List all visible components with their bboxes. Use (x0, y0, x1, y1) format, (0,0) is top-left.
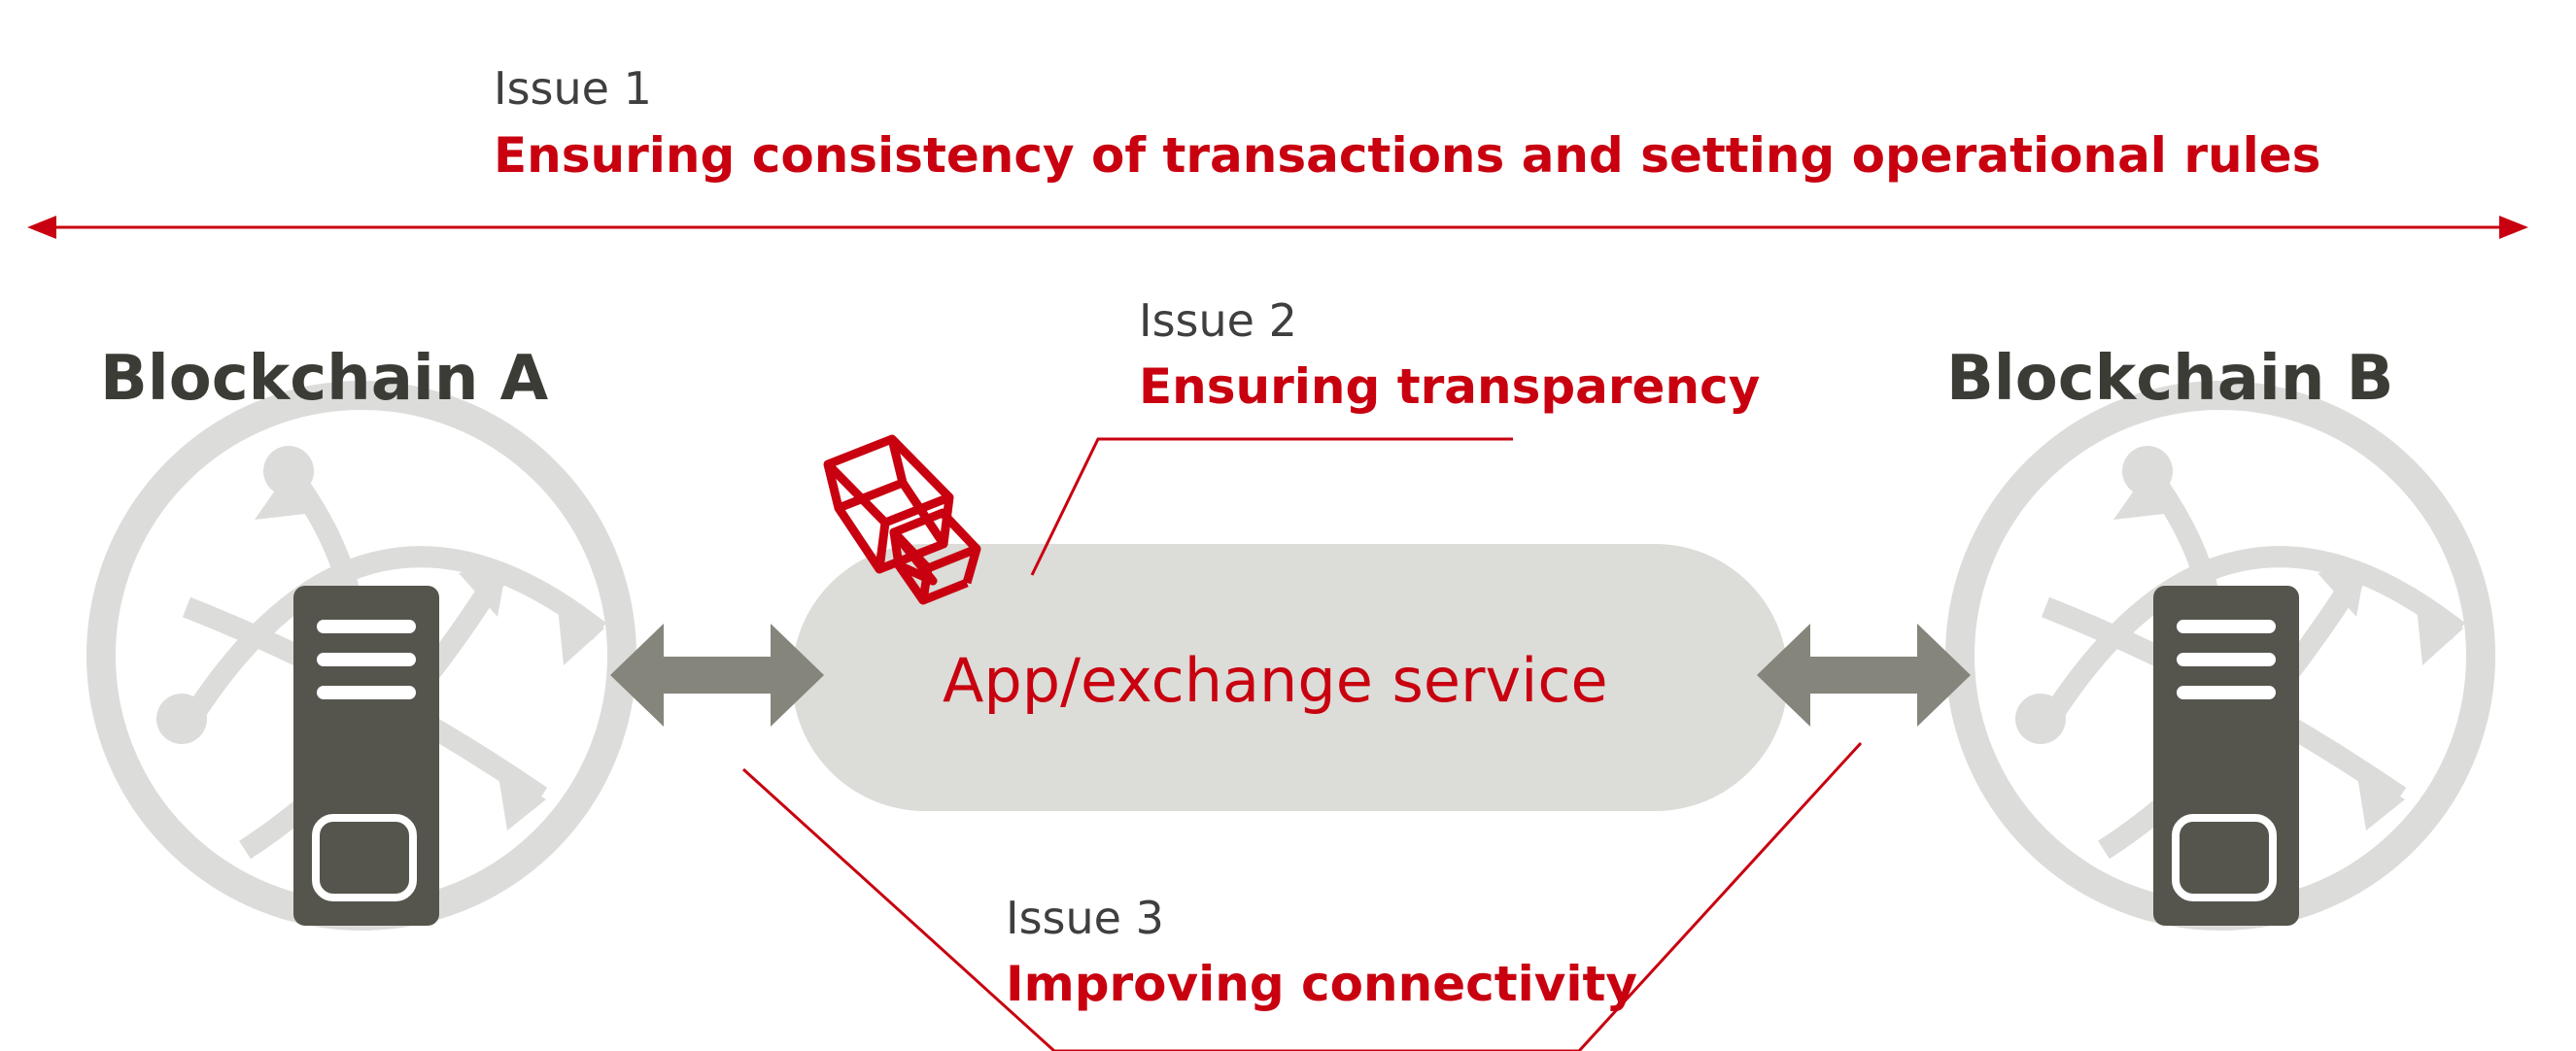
issue2-callout-line (1030, 437, 1513, 576)
service-label: App/exchange service (943, 645, 1608, 716)
connector-arrow-right (1757, 624, 1971, 727)
red-cubes-icon (823, 434, 981, 605)
service-capsule (792, 544, 1788, 811)
issue1-number: Issue 1 (494, 62, 652, 115)
issue3-number: Issue 3 (1006, 892, 1164, 944)
issue1-title: Ensuring consistency of transactions and… (494, 127, 2321, 184)
blockchain-a-label: Blockchain A (100, 343, 549, 415)
blockchain-b-server-icon (2153, 586, 2299, 926)
blockchain-a-server-icon (293, 586, 439, 926)
issue2-title: Ensuring transparency (1139, 358, 1761, 415)
connector-arrow-left (610, 624, 824, 727)
issue2-number: Issue 2 (1139, 294, 1297, 347)
blockchain-b-label: Blockchain B (1946, 343, 2394, 415)
issue3-bracket-line (741, 741, 1863, 1051)
issue1-span-arrow (27, 216, 2528, 239)
issue3-title: Improving connectivity (1006, 956, 1638, 1012)
